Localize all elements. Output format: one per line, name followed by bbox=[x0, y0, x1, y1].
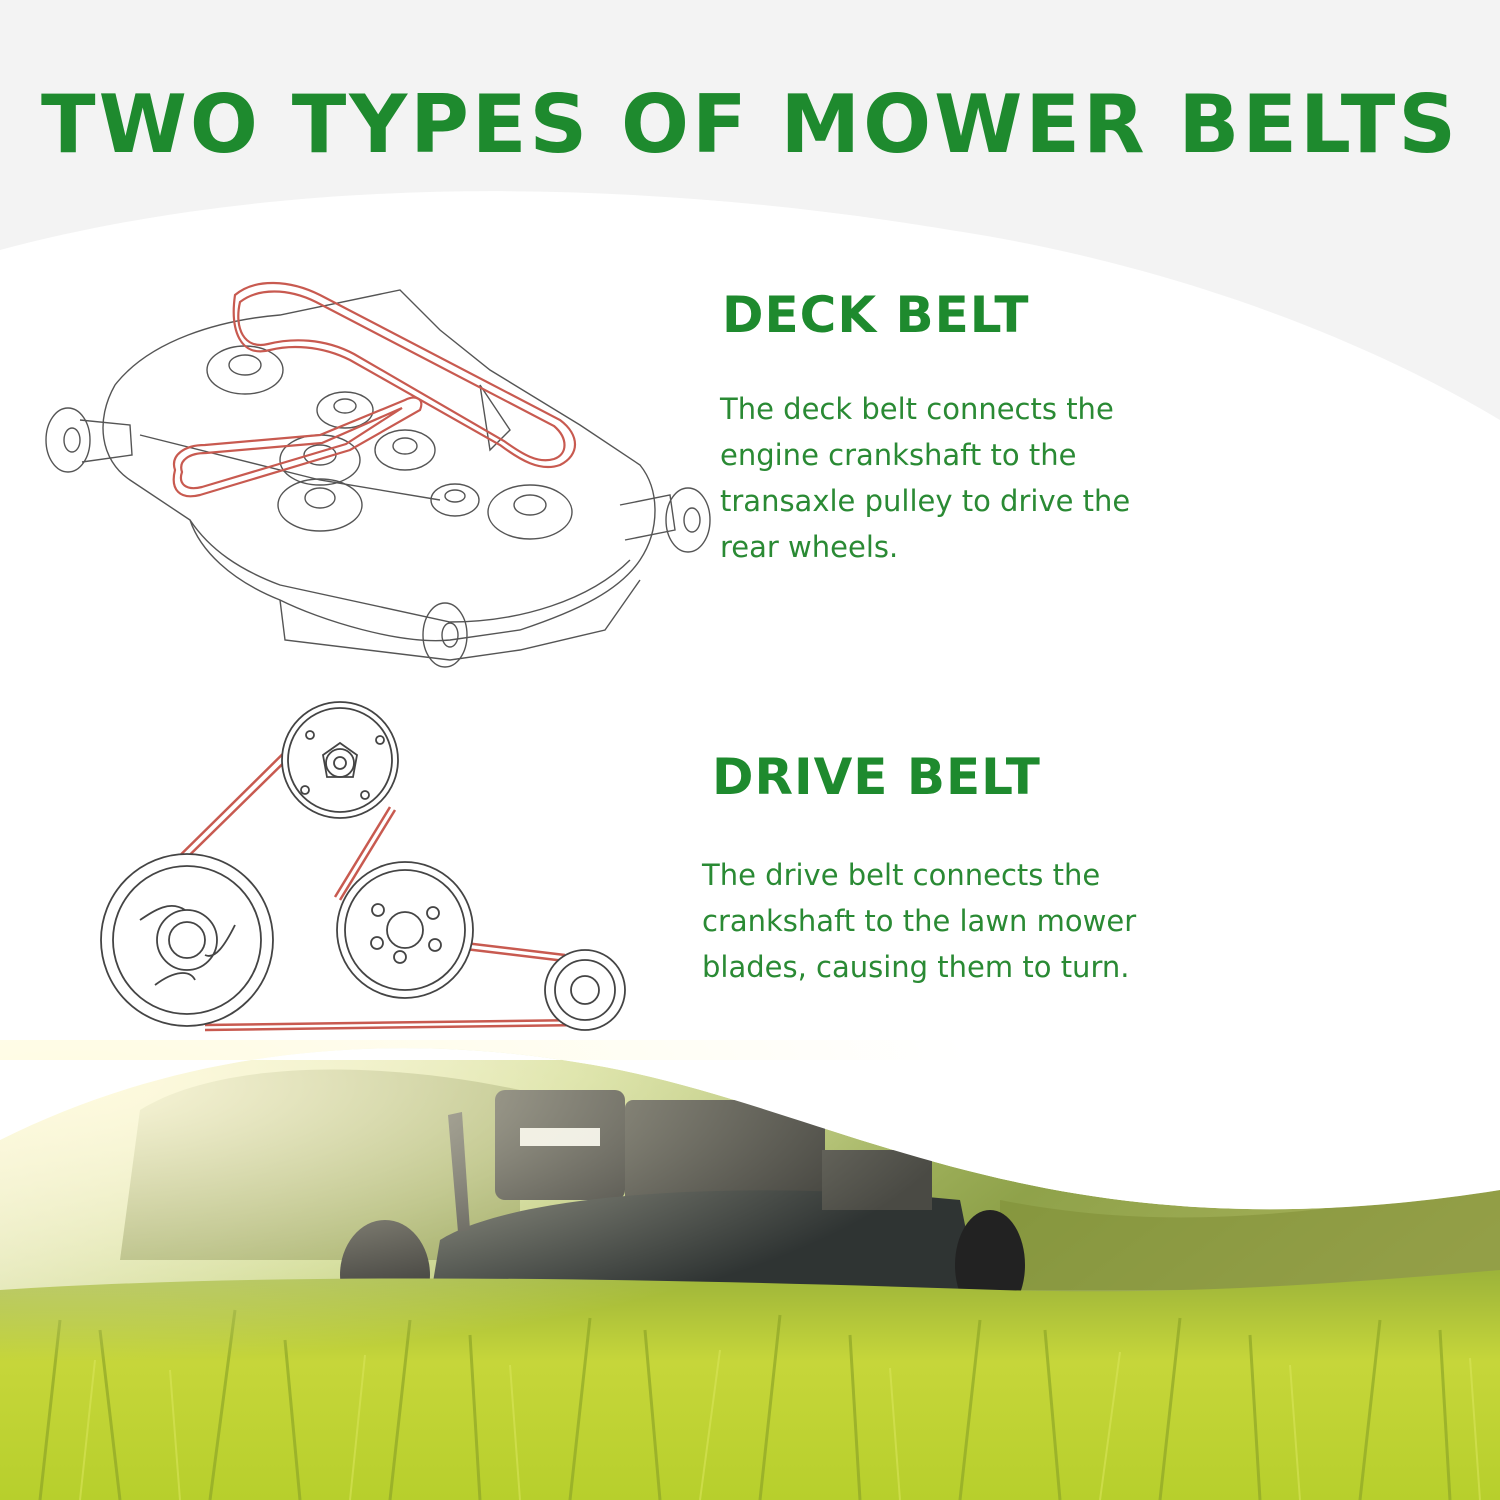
drive-belt-description: The drive belt connects the crankshaft t… bbox=[702, 858, 1137, 984]
drive-belt-heading: DRIVE BELT bbox=[712, 748, 1041, 806]
page-title: TWO TYPES OF MOWER BELTS bbox=[41, 78, 1459, 171]
mower-photo bbox=[0, 1040, 1500, 1500]
white-wave bbox=[0, 1048, 1500, 1210]
top-band bbox=[0, 0, 1500, 420]
deck-belt-description: The deck belt connects the engine cranks… bbox=[720, 392, 1131, 564]
drive-belt-diagram bbox=[100, 701, 626, 1032]
deck-belt-heading: DECK BELT bbox=[722, 286, 1030, 344]
deck-belt-diagram bbox=[45, 281, 711, 668]
